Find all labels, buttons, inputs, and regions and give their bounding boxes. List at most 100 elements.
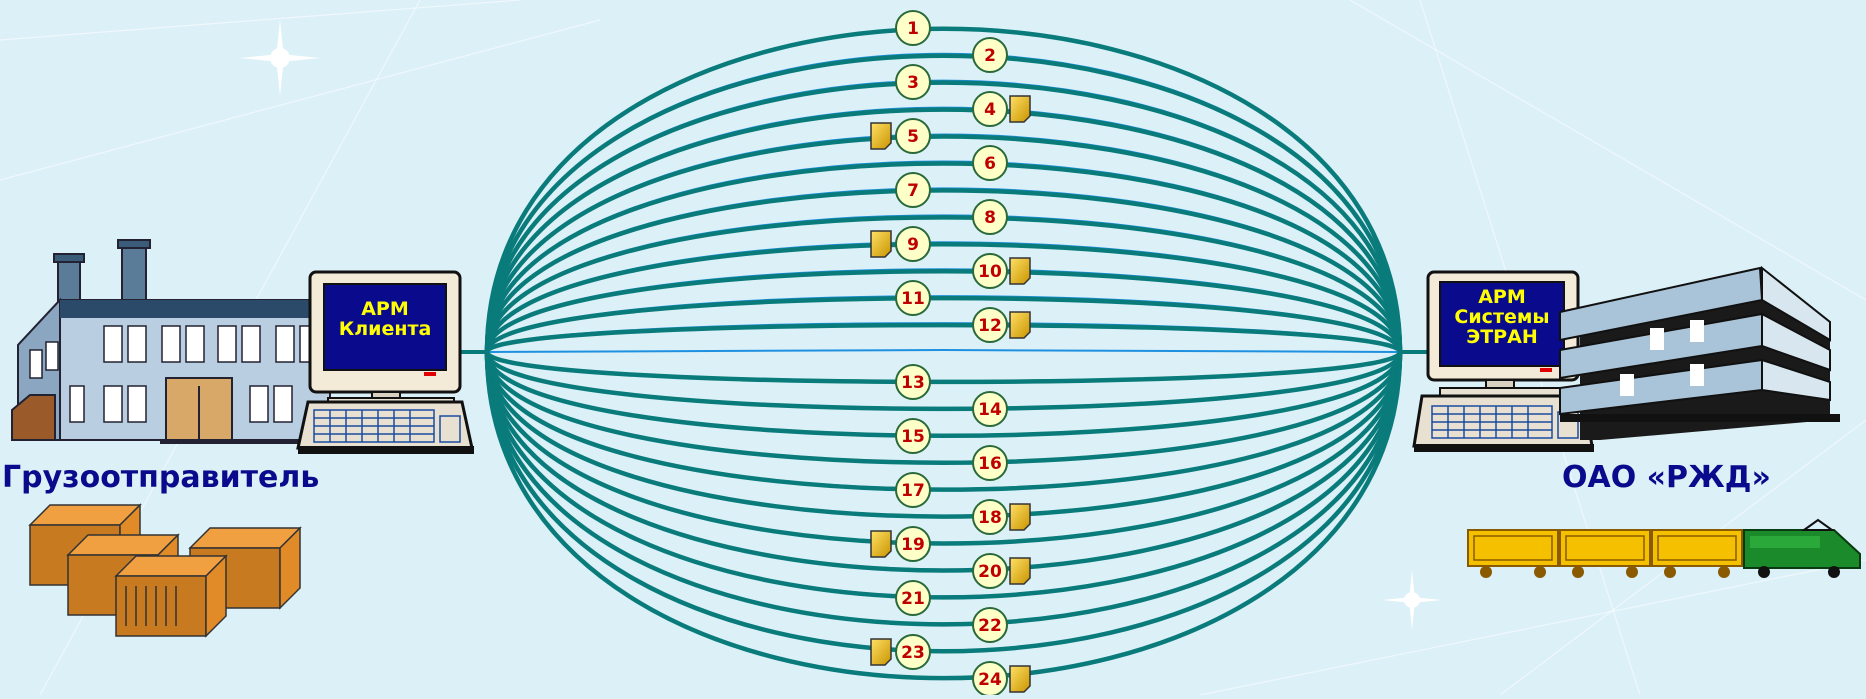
channel-line-24	[484, 351, 1403, 681]
channel-line-2	[484, 53, 1403, 353]
channel-number: 24	[978, 670, 1002, 690]
channel-line-thin	[486, 351, 1401, 382]
sparkle-icon	[1382, 570, 1442, 630]
channel-badge-4: 4	[972, 91, 1031, 127]
document-icon	[870, 122, 892, 150]
channel-number: 12	[978, 316, 1002, 336]
factory-icon	[11, 239, 331, 444]
channel-line-16	[484, 351, 1403, 465]
document-icon	[870, 230, 892, 258]
channel-number: 20	[978, 562, 1002, 582]
channel-badge-9: 9	[870, 226, 931, 262]
channel-badge-22: 22	[972, 607, 1008, 643]
client-workstation-line2: Клиента	[338, 317, 432, 340]
channel-line-5	[484, 134, 1403, 353]
channel-line-thin	[486, 349, 1401, 353]
channel-number: 13	[901, 373, 925, 393]
etran-workstation-line2: Системы	[1454, 305, 1550, 328]
channel-number: 14	[978, 400, 1002, 420]
channel-badge-8: 8	[972, 199, 1008, 235]
etran-workstation-label: АРМ Системы ЭТРАН	[1440, 286, 1564, 348]
channel-badge-19: 19	[870, 526, 931, 562]
client-workstation-label: АРМ Клиента	[324, 298, 446, 340]
channel-badge-16: 16	[972, 445, 1008, 481]
channel-number: 18	[978, 508, 1002, 528]
channel-number: 9	[907, 235, 919, 255]
document-icon	[1009, 257, 1031, 285]
document-icon	[1009, 95, 1031, 123]
client-workstation-line1: АРМ	[361, 298, 409, 320]
channel-number: 21	[901, 589, 925, 609]
sparkle-icon	[240, 20, 320, 96]
channel-line-thin	[486, 322, 1401, 353]
etran-workstation-line1: АРМ	[1478, 286, 1526, 308]
channel-number: 15	[901, 427, 925, 447]
channel-line-3	[484, 80, 1403, 353]
channel-badge-3: 3	[895, 64, 931, 100]
channel-number: 8	[984, 208, 996, 228]
channel-line-10	[484, 268, 1403, 353]
channel-line-thin	[486, 52, 1401, 353]
channel-number: 11	[901, 289, 925, 309]
document-icon	[1009, 665, 1031, 693]
channel-badge-14: 14	[972, 391, 1008, 427]
channel-badge-11: 11	[895, 280, 931, 316]
etran-computer-icon	[1412, 270, 1594, 452]
shipper-label: Грузоотправитель	[2, 460, 320, 495]
channel-line-13	[484, 350, 1403, 385]
channel-line-thin	[486, 351, 1401, 652]
document-icon	[870, 530, 892, 558]
channel-number: 3	[907, 73, 919, 93]
channel-line-14	[484, 351, 1403, 412]
train-icon	[1467, 518, 1861, 578]
document-icon	[1009, 503, 1031, 531]
channel-number: 16	[978, 454, 1002, 474]
document-icon	[1009, 311, 1031, 339]
channel-badge-24: 24	[972, 661, 1031, 697]
channel-line-18	[484, 351, 1403, 519]
channel-number: 6	[984, 154, 996, 174]
channel-badge-5: 5	[870, 118, 931, 154]
channel-number: 2	[984, 46, 996, 66]
channel-lines	[484, 26, 1403, 681]
channel-badge-17: 17	[895, 472, 931, 508]
channel-line-15	[484, 351, 1403, 439]
channel-badge-13: 13	[895, 364, 931, 400]
channel-line-20	[484, 351, 1403, 573]
channel-badge-23: 23	[870, 634, 931, 670]
channel-badge-12: 12	[972, 307, 1031, 343]
rzd-label: ОАО «РЖД»	[1562, 460, 1771, 495]
channel-line-thin	[486, 106, 1401, 353]
containers-icon	[28, 503, 302, 638]
channel-number: 5	[907, 127, 919, 147]
channel-number: 23	[901, 643, 925, 663]
channel-number: 4	[984, 100, 996, 120]
office-building-icon	[1559, 265, 1840, 440]
channel-number: 10	[978, 262, 1002, 282]
channel-line-8	[484, 215, 1403, 353]
document-icon	[870, 638, 892, 666]
etran-workstation-line3: ЭТРАН	[1466, 325, 1538, 348]
channel-line-12	[484, 322, 1403, 355]
channel-badge-1: 1	[895, 10, 931, 46]
channel-line-6	[484, 161, 1403, 353]
channel-line-9	[484, 242, 1403, 353]
channel-line-19	[484, 351, 1403, 546]
channel-badge-10: 10	[972, 253, 1031, 289]
channel-number: 7	[907, 181, 919, 201]
channel-line-21	[484, 351, 1403, 600]
channel-number: 1	[907, 19, 919, 39]
channel-line-11	[484, 295, 1403, 353]
channel-number: 19	[901, 535, 925, 555]
channel-line-22	[484, 351, 1403, 627]
channel-line-7	[484, 188, 1403, 353]
channel-line-17	[484, 351, 1403, 492]
channel-badge-6: 6	[972, 145, 1008, 181]
channel-line-4	[484, 107, 1403, 353]
channel-number: 22	[978, 616, 1002, 636]
channel-badge-20: 20	[972, 553, 1031, 589]
document-icon	[1009, 557, 1031, 585]
